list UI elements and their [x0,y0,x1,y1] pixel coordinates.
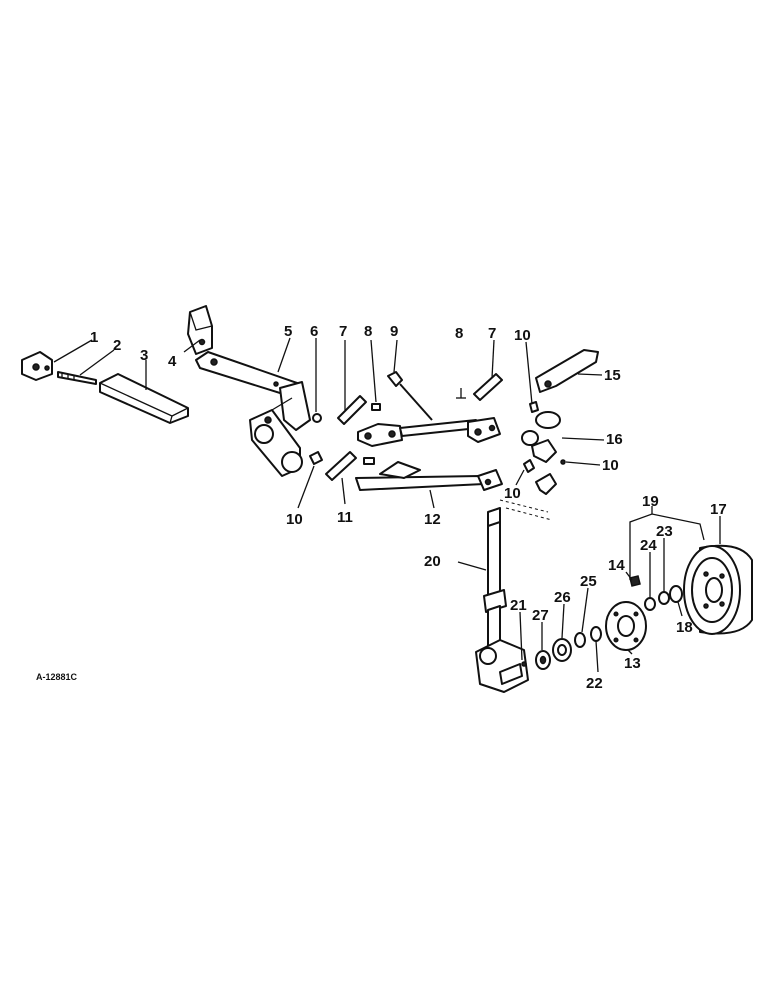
part-16-collar [521,411,561,463]
part-23-cap [658,591,670,605]
callout-6: 6 [310,323,318,340]
callout-5: 5 [284,323,292,340]
callout-10b: 10 [602,457,619,474]
part-10-clip-d [309,451,323,465]
callout-3: 3 [140,347,148,364]
callout-16: 16 [606,431,623,448]
part-10-clip-a [529,401,539,413]
callout-8b: 8 [455,325,463,342]
callout-7b: 7 [488,325,496,342]
callout-4: 4 [168,353,177,370]
callout-13: 13 [624,655,641,672]
part-21-housing [475,639,529,693]
callout-11: 11 [337,509,353,526]
part-7-pin-left [337,395,367,425]
part-5-arm-assembly [195,351,311,477]
part-10-clip-b [560,459,566,465]
part-14-bolt [629,575,641,587]
part-22-cup [590,626,602,642]
callout-1: 1 [90,329,98,346]
part-10-clip-c [523,459,557,495]
callout-20: 20 [424,553,441,570]
figure-code: A-12881C [36,672,78,682]
callout-10a: 10 [514,327,531,344]
callout-27: 27 [532,607,549,624]
part-6-pin [312,413,322,423]
part-24-nut [644,597,656,611]
callout-19: 19 [642,493,659,510]
callout-22: 22 [586,675,603,692]
part-8-pin-right [456,388,466,399]
part-26-seal [552,638,572,662]
callout-25: 25 [580,573,597,590]
part-25-washer [574,632,586,648]
callout-10c: 10 [504,485,521,502]
leader-lines [53,337,721,673]
part-18-dust-cap [669,585,683,603]
part-3-bar [99,373,189,424]
callout-21: 21 [510,597,527,614]
part-27-bearing [535,650,551,670]
callout-15: 15 [604,367,621,384]
part-4-bracket [187,305,213,355]
callout-23: 23 [656,523,673,540]
callout-labels: 1 2 3 4 5 6 7 8 9 8 7 10 15 16 10 10 10 … [90,323,727,692]
part-20-spindle [483,507,507,655]
callout-24: 24 [640,537,657,554]
part-7-pin-right [473,373,503,401]
part-15-arm [535,349,599,393]
part-9-upper-link [357,371,501,447]
part-17-wheel [683,544,753,635]
callout-18: 18 [676,619,693,636]
part-11-pin [325,451,375,481]
callout-12: 12 [424,511,441,528]
callout-17: 17 [710,501,727,518]
callout-10d: 10 [286,511,303,528]
part-1-clevis [21,351,53,381]
callout-9: 9 [390,323,398,340]
callout-8a: 8 [364,323,372,340]
part-2-rod [57,371,97,385]
callout-2: 2 [113,337,121,354]
callout-7a: 7 [339,323,347,340]
callout-26: 26 [554,589,571,606]
part-8-pin-left [371,403,381,411]
callout-14: 14 [608,557,625,574]
part-12-lower-link [355,461,503,491]
part-13-hub [605,601,647,651]
